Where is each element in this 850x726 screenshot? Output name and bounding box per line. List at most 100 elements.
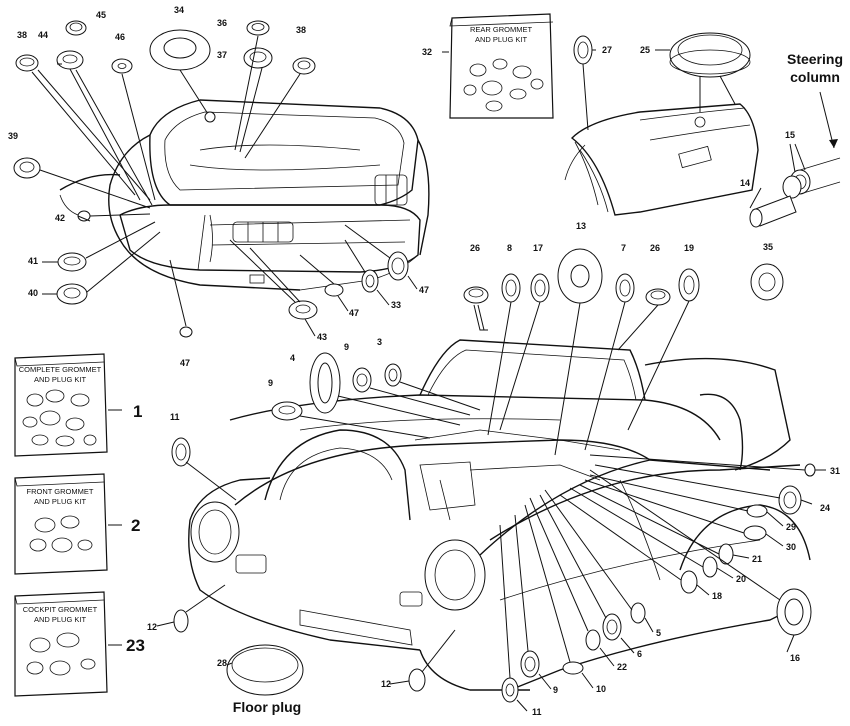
plug-9-left <box>271 401 431 439</box>
grommet-6 <box>539 494 622 641</box>
kit-2-number: 2 <box>131 516 140 535</box>
rear-parts <box>13 20 409 338</box>
kit-bag-1: COMPLETE GROMMET AND PLUG KIT 1 <box>14 353 142 457</box>
kit-2-line-2: AND PLUG KIT <box>34 497 87 506</box>
label-38-right: 38 <box>296 25 306 35</box>
label-7: 7 <box>621 243 626 253</box>
plug-29 <box>589 474 768 518</box>
label-32: 32 <box>422 47 432 57</box>
grommet-18 <box>559 494 698 594</box>
grommet-3 <box>384 363 481 411</box>
label-8: 8 <box>507 243 512 253</box>
grommet-27 <box>573 35 593 131</box>
kit-32-line-2: AND PLUG KIT <box>475 35 528 44</box>
kit-1-number: 1 <box>133 402 142 421</box>
kit-1-line-2: AND PLUG KIT <box>34 375 87 384</box>
label-12-bottom: 12 <box>381 679 391 689</box>
plug-47-bottom <box>179 326 193 338</box>
rear-body-shell <box>59 99 430 291</box>
grommet-4 <box>309 352 461 426</box>
plug-38-left <box>15 54 39 72</box>
tunnel-cover <box>564 103 759 216</box>
steering-caption-line-1: Steering <box>787 51 843 67</box>
kit-2-line-1: FRONT GROMMET <box>27 487 94 496</box>
label-47-right: 47 <box>419 285 429 295</box>
plug-26-left <box>463 286 489 304</box>
label-connectors <box>42 49 826 712</box>
label-45: 45 <box>96 10 106 20</box>
label-46: 46 <box>115 32 125 42</box>
label-34: 34 <box>174 5 184 15</box>
front-parts: Floor plug <box>171 352 816 715</box>
kit-bag-23: COCKPIT GROMMET AND PLUG KIT 23 <box>14 591 145 697</box>
grommet-39 <box>13 157 41 179</box>
label-5: 5 <box>656 628 661 638</box>
floor-plug-caption: Floor plug <box>233 699 301 715</box>
label-44: 44 <box>38 30 48 40</box>
part-labels: 45 34 36 38 44 46 37 38 39 42 41 40 47 4… <box>8 5 840 717</box>
plug-41 <box>57 252 87 272</box>
kit-32-line-1: REAR GROMMET <box>470 25 533 34</box>
label-15: 15 <box>785 130 795 140</box>
label-16: 16 <box>790 653 800 663</box>
kit-bag-2: FRONT GROMMET AND PLUG KIT 2 <box>14 473 140 575</box>
plug-25 <box>669 32 751 112</box>
grommet-17 <box>530 273 550 303</box>
grommet-7 <box>615 273 635 303</box>
label-9-top: 9 <box>344 342 349 352</box>
kit-bag-32: REAR GROMMET AND PLUG KIT <box>449 13 554 119</box>
label-36: 36 <box>217 18 227 28</box>
label-21: 21 <box>752 554 762 564</box>
grommet-9-top <box>352 367 471 416</box>
label-13: 13 <box>576 221 586 231</box>
label-31: 31 <box>830 466 840 476</box>
label-41: 41 <box>28 256 38 266</box>
label-18: 18 <box>712 591 722 601</box>
grommet-36 <box>246 20 270 36</box>
plug-38-right <box>292 57 316 75</box>
plug-12-left <box>173 584 226 633</box>
label-24: 24 <box>820 503 830 513</box>
grommet-34 <box>149 29 211 71</box>
grommet-9-bottom <box>514 514 540 678</box>
grommet-16 <box>589 469 812 636</box>
label-37: 37 <box>217 50 227 60</box>
grommet-11-left <box>171 437 237 501</box>
label-14: 14 <box>740 178 750 188</box>
grommet-45 <box>65 20 87 36</box>
plug-26-right <box>645 288 671 306</box>
label-17: 17 <box>533 243 543 253</box>
label-38-left: 38 <box>17 30 27 40</box>
label-25: 25 <box>640 45 650 55</box>
grommet-40 <box>56 283 88 305</box>
grommet-35 <box>750 263 784 301</box>
grommet-8 <box>501 273 521 303</box>
label-43: 43 <box>317 332 327 342</box>
grommet-44 <box>56 50 84 70</box>
cockpit-grommet-row <box>463 248 700 456</box>
label-40: 40 <box>28 288 38 298</box>
label-10: 10 <box>596 684 606 694</box>
label-26-right: 26 <box>650 243 660 253</box>
label-9-left: 9 <box>268 378 273 388</box>
label-47-bottom: 47 <box>180 358 190 368</box>
plug-30 <box>584 479 767 541</box>
plug-10 <box>524 504 584 675</box>
grommet-13 <box>557 248 603 304</box>
label-6: 6 <box>637 649 642 659</box>
kit-23-number: 23 <box>126 636 145 655</box>
label-11-bottom: 11 <box>532 707 542 717</box>
label-3: 3 <box>377 337 382 347</box>
label-39: 39 <box>8 131 18 141</box>
label-4: 4 <box>290 353 295 363</box>
label-42: 42 <box>55 213 65 223</box>
floor-plug-28 <box>226 644 304 696</box>
label-9-bottom: 9 <box>553 685 558 695</box>
label-22: 22 <box>617 662 627 672</box>
grommet-19 <box>678 268 700 302</box>
grommet-22 <box>529 497 601 651</box>
kit-23-line-2: AND PLUG KIT <box>34 615 87 624</box>
label-47-mid: 47 <box>349 308 359 318</box>
label-12-left: 12 <box>147 622 157 632</box>
